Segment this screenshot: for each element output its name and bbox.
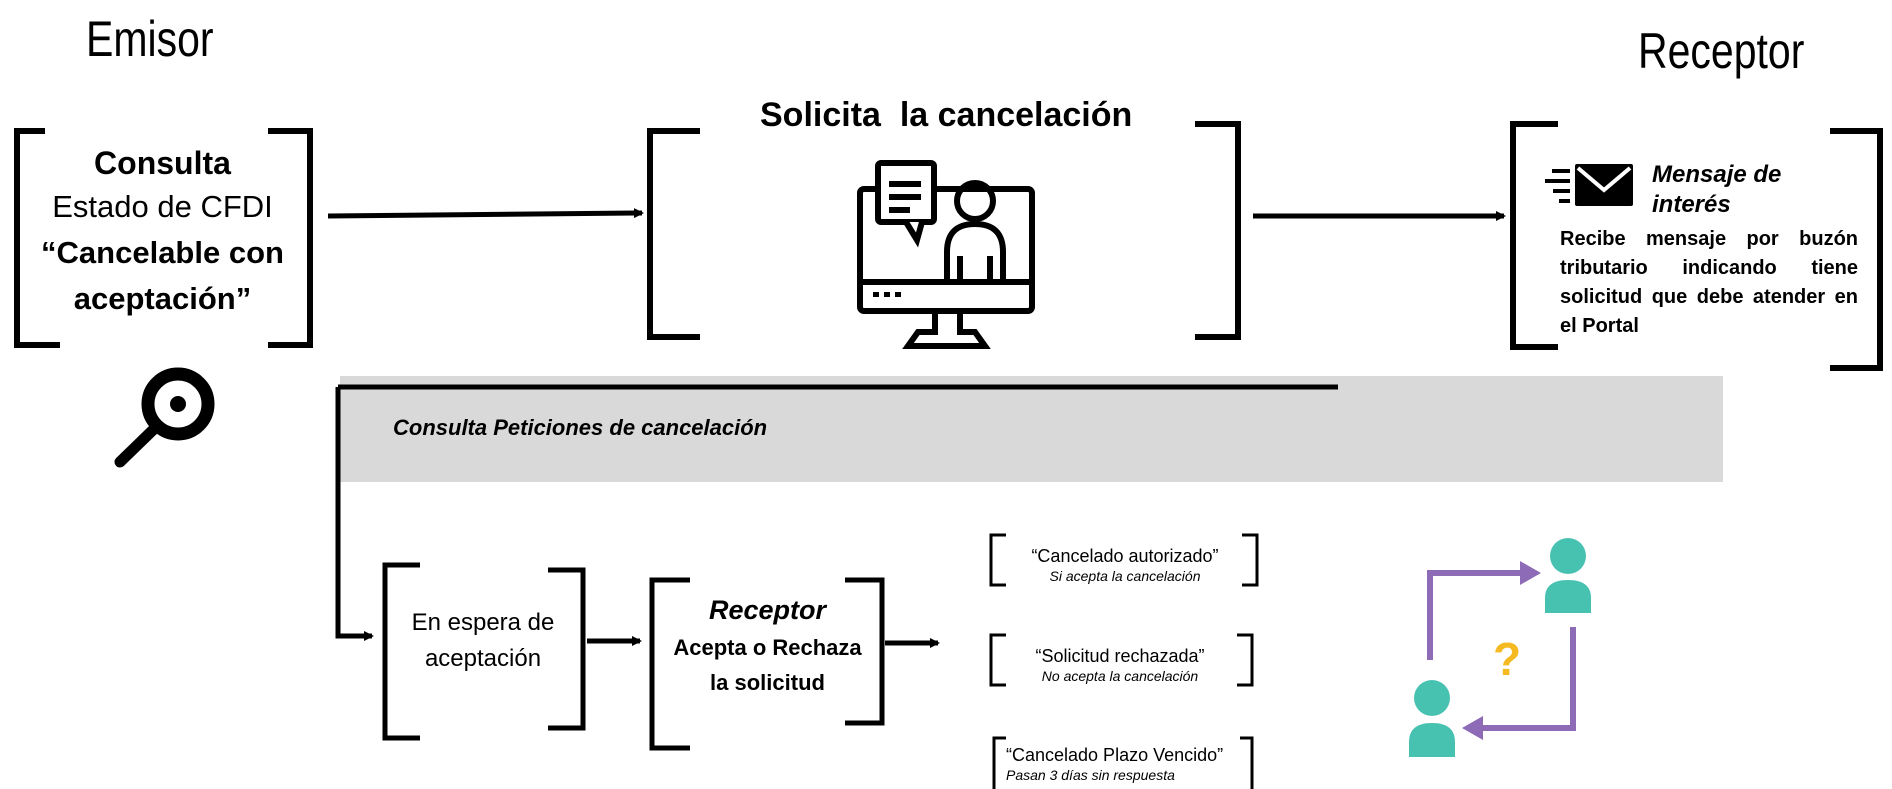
receptor-bracket-left — [649, 577, 690, 751]
receptor-line2: la solicitud — [710, 670, 825, 695]
outcome-note: Pasan 3 días sin respuesta — [1006, 767, 1175, 783]
consulta-box: Consulta Estado de CFDI “Cancelable con … — [30, 141, 295, 321]
flow-down-line — [335, 387, 374, 641]
fast-mail-icon — [1545, 164, 1633, 206]
mensaje-bracket-right — [1830, 128, 1883, 371]
outcome1-bracket-right — [1242, 533, 1259, 587]
consulta-subtitle: Estado de CFDI — [52, 189, 273, 224]
band-label: Consulta Peticiones de cancelación — [393, 415, 768, 440]
mensaje-title-line2: interés — [1652, 191, 1731, 218]
receptor-heading: Receptor — [1638, 23, 1805, 79]
outcome-note: No acepta la cancelación — [1041, 668, 1199, 684]
mensaje-body: Recibe mensaje por buzón tributario indi… — [1560, 228, 1858, 337]
espera-line1: En espera de — [411, 609, 555, 636]
espera-box: En espera de aceptación — [398, 605, 568, 677]
outcome-note: Si acepta la cancelación — [1049, 568, 1201, 584]
outcome-item: “Cancelado autorizado” Si acepta la canc… — [1005, 545, 1245, 585]
solicita-bracket-left — [647, 128, 700, 340]
outcome-status: “Cancelado Plazo Vencido” — [1006, 745, 1224, 765]
outcome1-bracket-left — [989, 533, 1006, 587]
receptor-title: Receptor — [708, 595, 827, 625]
outcome-status: “Solicitud rechazada” — [1035, 646, 1205, 666]
person-at-computer-icon — [857, 160, 1035, 349]
emisor-heading: Emisor — [86, 11, 214, 67]
outcome2-bracket-right — [1237, 633, 1254, 687]
espera-bracket-left — [382, 562, 420, 741]
outcome-item: “Solicitud rechazada” No acepta la cance… — [1000, 645, 1240, 685]
consulta-status-line1: “Cancelable con — [41, 235, 284, 270]
arrow-consulta-to-solicita — [327, 208, 644, 219]
consulta-bracket-left — [14, 128, 60, 348]
receptor-decision-box: Receptor Acepta o Rechaza la solicitud — [660, 590, 875, 700]
magnifier-icon — [114, 367, 215, 468]
mensaje-title-line1: Mensaje de — [1652, 161, 1782, 188]
mensaje-bracket-left — [1510, 121, 1558, 350]
mensaje-title: Mensaje de interés — [1652, 160, 1781, 220]
svg-text:?: ? — [1493, 633, 1521, 685]
people-exchange-question-icon: ? — [1409, 538, 1591, 757]
solicita-bracket-right — [1195, 121, 1241, 340]
outcome-item: “Cancelado Plazo Vencido” Pasan 3 días s… — [1006, 744, 1251, 784]
outcome3-bracket-right — [1240, 736, 1254, 789]
consulta-status-line2: aceptación” — [73, 281, 252, 316]
consulta-bracket-right — [268, 128, 313, 348]
outcome3-bracket-left — [992, 736, 1006, 789]
peticiones-band — [340, 376, 1723, 482]
solicita-title: Solicita la cancelación — [760, 96, 1133, 134]
consulta-title: Consulta — [94, 145, 231, 181]
outcome2-bracket-left — [989, 633, 1006, 687]
espera-bracket-right — [548, 567, 586, 731]
receptor-bracket-right — [845, 577, 885, 726]
outcome-status: “Cancelado autorizado” — [1031, 546, 1219, 566]
espera-line2: aceptación — [424, 645, 542, 672]
receptor-line1: Acepta o Rechaza — [673, 635, 862, 660]
